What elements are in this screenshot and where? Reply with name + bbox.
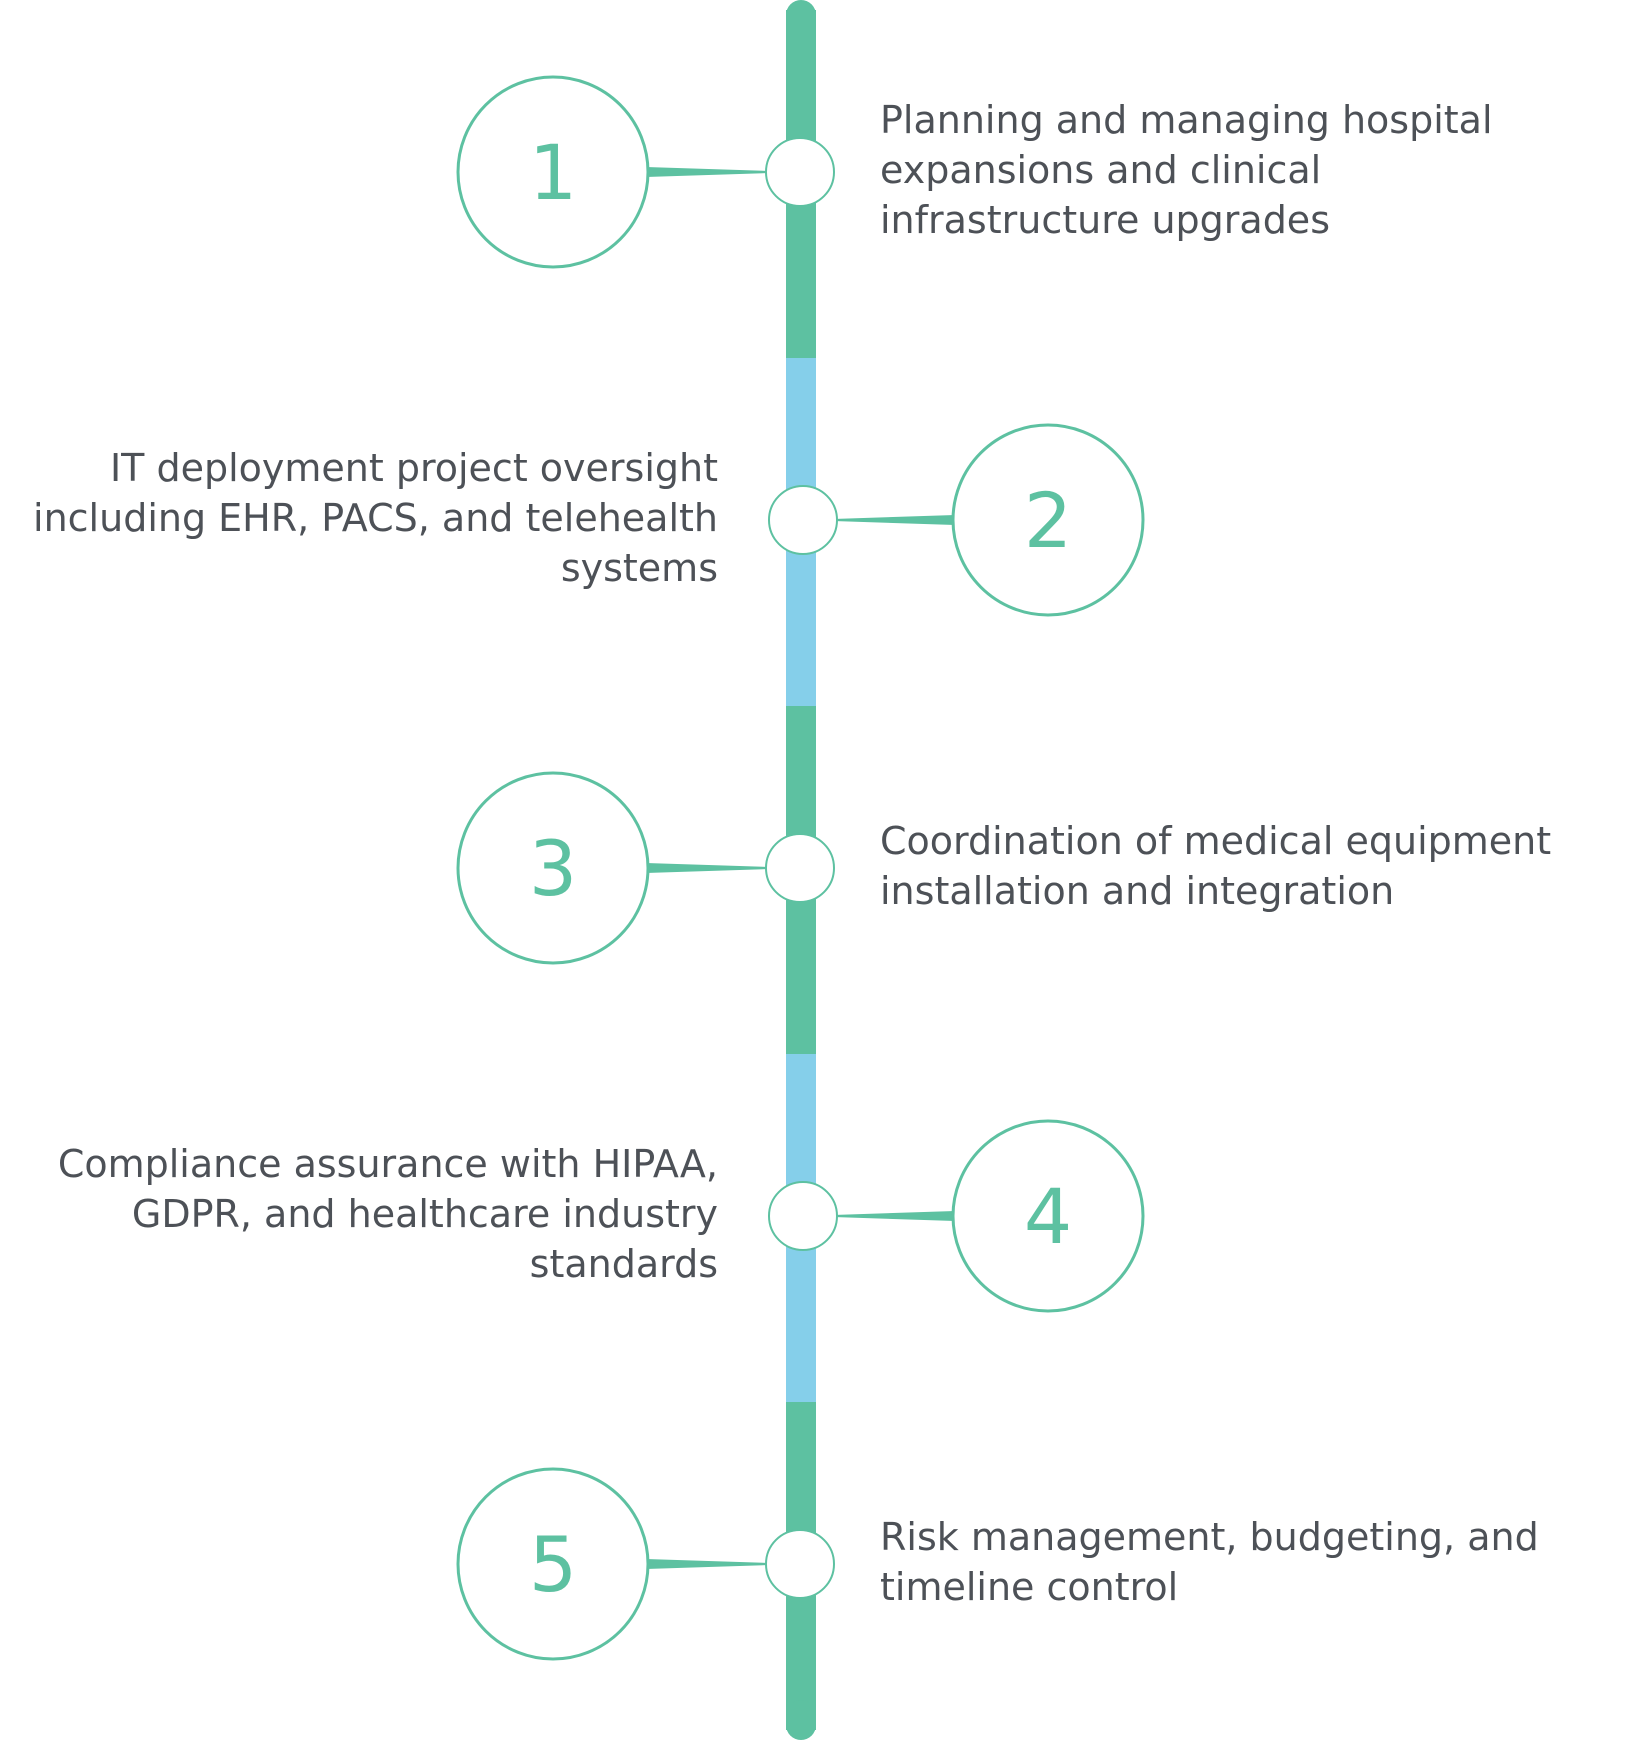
step-number-3: 3 [528,823,578,913]
step-description-line: Risk management, budgeting, and [880,1515,1539,1559]
connector-5 [646,1559,770,1569]
step-number-1: 1 [528,127,578,217]
step-number-4: 4 [1023,1171,1073,1261]
step-description-3: Coordination of medical equipment install… [880,816,1600,916]
timeline-node-4 [768,1181,838,1251]
timeline-node-1 [765,137,835,207]
step-description-line: Coordination of medical equipment [880,819,1552,863]
step-circle-4 [951,1119,1145,1313]
step-description-line: expansions and clinical [880,148,1322,192]
step-number-5: 5 [528,1519,578,1609]
step-description-line: Compliance assurance with HIPAA, [57,1142,718,1186]
step-description-line: IT deployment project oversight [109,446,718,490]
step-circle-5 [456,1467,650,1661]
step-circle-1 [456,75,650,269]
timeline-node-5 [765,1529,835,1599]
connector-1 [646,167,770,177]
step-description-line: installation and integration [880,869,1395,913]
step-description-line: timeline control [880,1565,1179,1609]
step-circle-2 [951,423,1145,617]
step-description-1: Planning and managing hospital expansions… [880,95,1600,245]
timeline-node-3 [765,833,835,903]
step-description-5: Risk management, budgeting, and timeline … [880,1512,1600,1612]
connector-2 [833,515,955,525]
step-circle-3 [456,771,650,965]
step-description-2: IT deployment project oversight including… [0,443,718,593]
step-description-4: Compliance assurance with HIPAA, GDPR, an… [0,1139,718,1289]
step-number-2: 2 [1023,475,1073,565]
connector-3 [646,863,770,873]
step-description-line: including EHR, PACS, and telehealth [33,496,718,540]
step-description-line: infrastructure upgrades [880,198,1330,242]
step-description-line: Planning and managing hospital [880,98,1493,142]
step-description-line: systems [560,546,718,590]
step-description-line: standards [529,1242,718,1286]
step-description-line: GDPR, and healthcare industry [131,1192,718,1236]
timeline-node-2 [768,485,838,555]
connector-4 [833,1211,955,1221]
timeline-cap-bottom [786,1700,816,1740]
